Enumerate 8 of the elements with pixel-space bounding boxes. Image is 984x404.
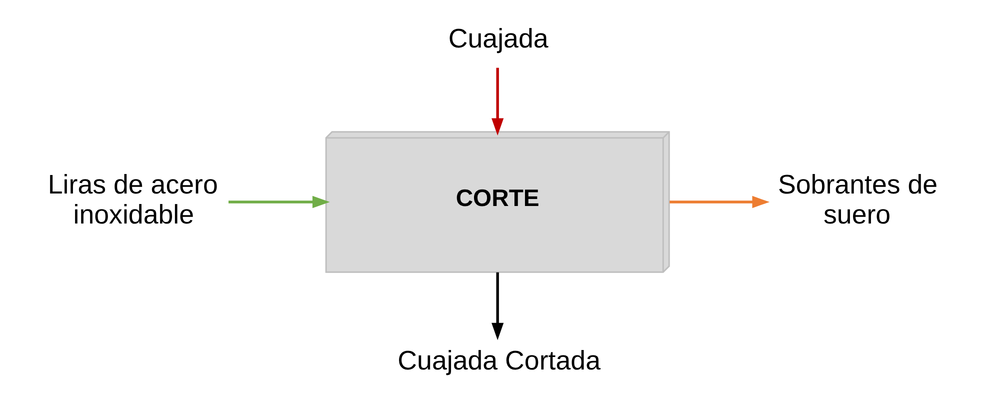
arrow <box>492 68 504 136</box>
arrow <box>670 196 770 208</box>
node-text: Cuajada <box>448 23 548 54</box>
node-text: Sobrantes de suero <box>778 170 938 230</box>
arrow <box>228 196 330 208</box>
node-text: Liras de acero inoxidable <box>48 170 218 230</box>
arrow <box>492 272 504 340</box>
node-text: Cuajada Cortada <box>398 346 601 376</box>
